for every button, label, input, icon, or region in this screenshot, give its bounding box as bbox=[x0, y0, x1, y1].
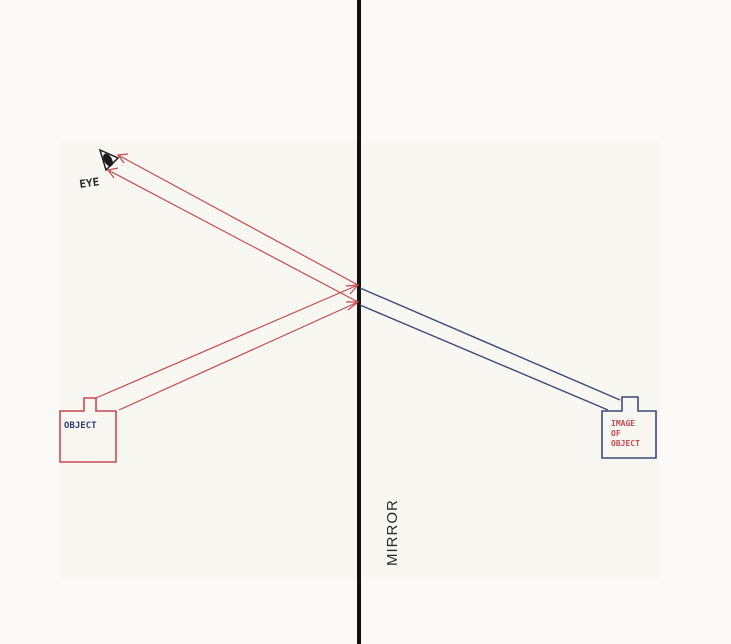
image-label-line1: IMAGE bbox=[611, 419, 635, 428]
incident-ray-upper bbox=[95, 284, 359, 399]
reflected-arrowhead-lower bbox=[106, 167, 119, 179]
reflected-rays bbox=[106, 153, 359, 303]
reflected-arrowhead-upper bbox=[116, 153, 129, 164]
virtual-ray-upper bbox=[359, 287, 621, 401]
incident-ray-lower bbox=[118, 301, 359, 411]
virtual-ray-lower bbox=[359, 304, 609, 411]
reflected-ray-lower bbox=[107, 169, 359, 303]
eye-icon bbox=[98, 148, 120, 172]
image-label-line2: OF bbox=[611, 429, 621, 438]
virtual-rays bbox=[359, 287, 621, 411]
object-label: OBJECT bbox=[64, 421, 97, 431]
reflected-ray-upper bbox=[117, 154, 359, 286]
image-shape bbox=[601, 396, 657, 459]
eye-label: EYE bbox=[79, 175, 100, 191]
object-shape bbox=[59, 397, 117, 463]
mirror-label: MIRROR bbox=[384, 499, 401, 566]
image-label-line3: OBJECT bbox=[611, 439, 640, 448]
